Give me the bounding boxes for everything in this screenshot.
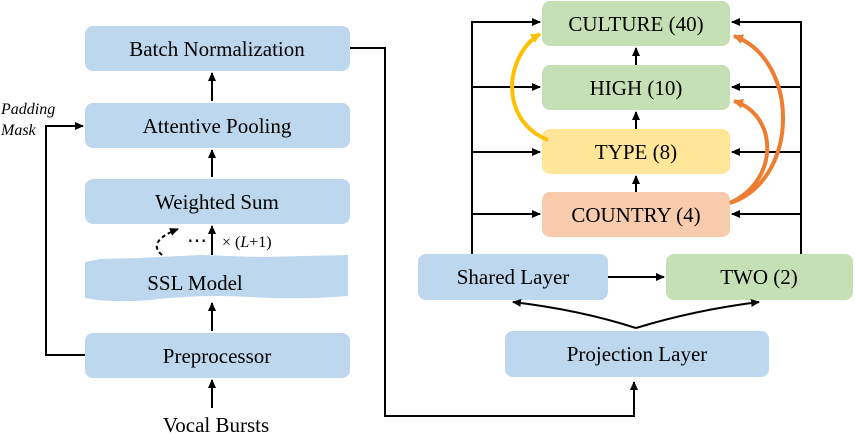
vocal-bursts-label: Vocal Bursts bbox=[163, 413, 269, 437]
batch-norm-label: Batch Normalization bbox=[129, 37, 305, 61]
orange-arrow-country-to-high bbox=[729, 98, 770, 205]
weighted-sum-label: Weighted Sum bbox=[155, 190, 279, 214]
type-label: TYPE (8) bbox=[595, 140, 677, 164]
arrow-projection-to-shared bbox=[512, 298, 637, 329]
high-box bbox=[542, 65, 730, 110]
batchnorm-to-projection-connector bbox=[350, 47, 638, 417]
repeat-annotation: × (L+1) bbox=[222, 234, 272, 251]
projection-layer-label: Projection Layer bbox=[567, 342, 708, 366]
ssl-model-label: SSL Model bbox=[147, 271, 243, 295]
preprocessor-label: Preprocessor bbox=[163, 344, 271, 368]
padding-mask-label-line2: Mask bbox=[0, 122, 37, 139]
culture-box bbox=[542, 1, 730, 46]
right-multitask-head: CULTURE (40) HIGH (10) TYPE (8) COUNTRY … bbox=[418, 1, 853, 377]
left-pipeline: Batch Normalization Attentive Pooling We… bbox=[0, 26, 638, 437]
attentive-pooling-label: Attentive Pooling bbox=[143, 114, 292, 138]
padding-mask-connector bbox=[45, 122, 85, 356]
shared-layer-box bbox=[418, 254, 608, 300]
preprocessor-box bbox=[85, 333, 350, 378]
ellipsis-dots: ⋯ bbox=[187, 230, 207, 252]
padding-mask-label-line1: Padding bbox=[0, 101, 55, 118]
yellow-arrow-type-to-culture bbox=[510, 32, 549, 142]
shared-layer-label: Shared Layer bbox=[457, 265, 570, 289]
orange-arrow-country-to-culture bbox=[729, 34, 785, 205]
country-box bbox=[542, 192, 730, 237]
high-label: HIGH (10) bbox=[590, 76, 683, 100]
two-box bbox=[666, 254, 853, 300]
country-label: COUNTRY (4) bbox=[571, 203, 700, 227]
dashed-layer-arrow bbox=[155, 228, 179, 256]
type-box bbox=[542, 129, 730, 174]
attentive-pooling-box bbox=[85, 103, 350, 148]
weighted-sum-box bbox=[85, 179, 350, 224]
ssl-model-box bbox=[85, 255, 348, 302]
arrow-projection-to-two bbox=[635, 299, 760, 329]
culture-label: CULTURE (40) bbox=[568, 12, 703, 36]
batch-norm-box bbox=[85, 26, 350, 71]
projection-layer-box bbox=[505, 331, 769, 377]
two-label: TWO (2) bbox=[720, 265, 798, 289]
